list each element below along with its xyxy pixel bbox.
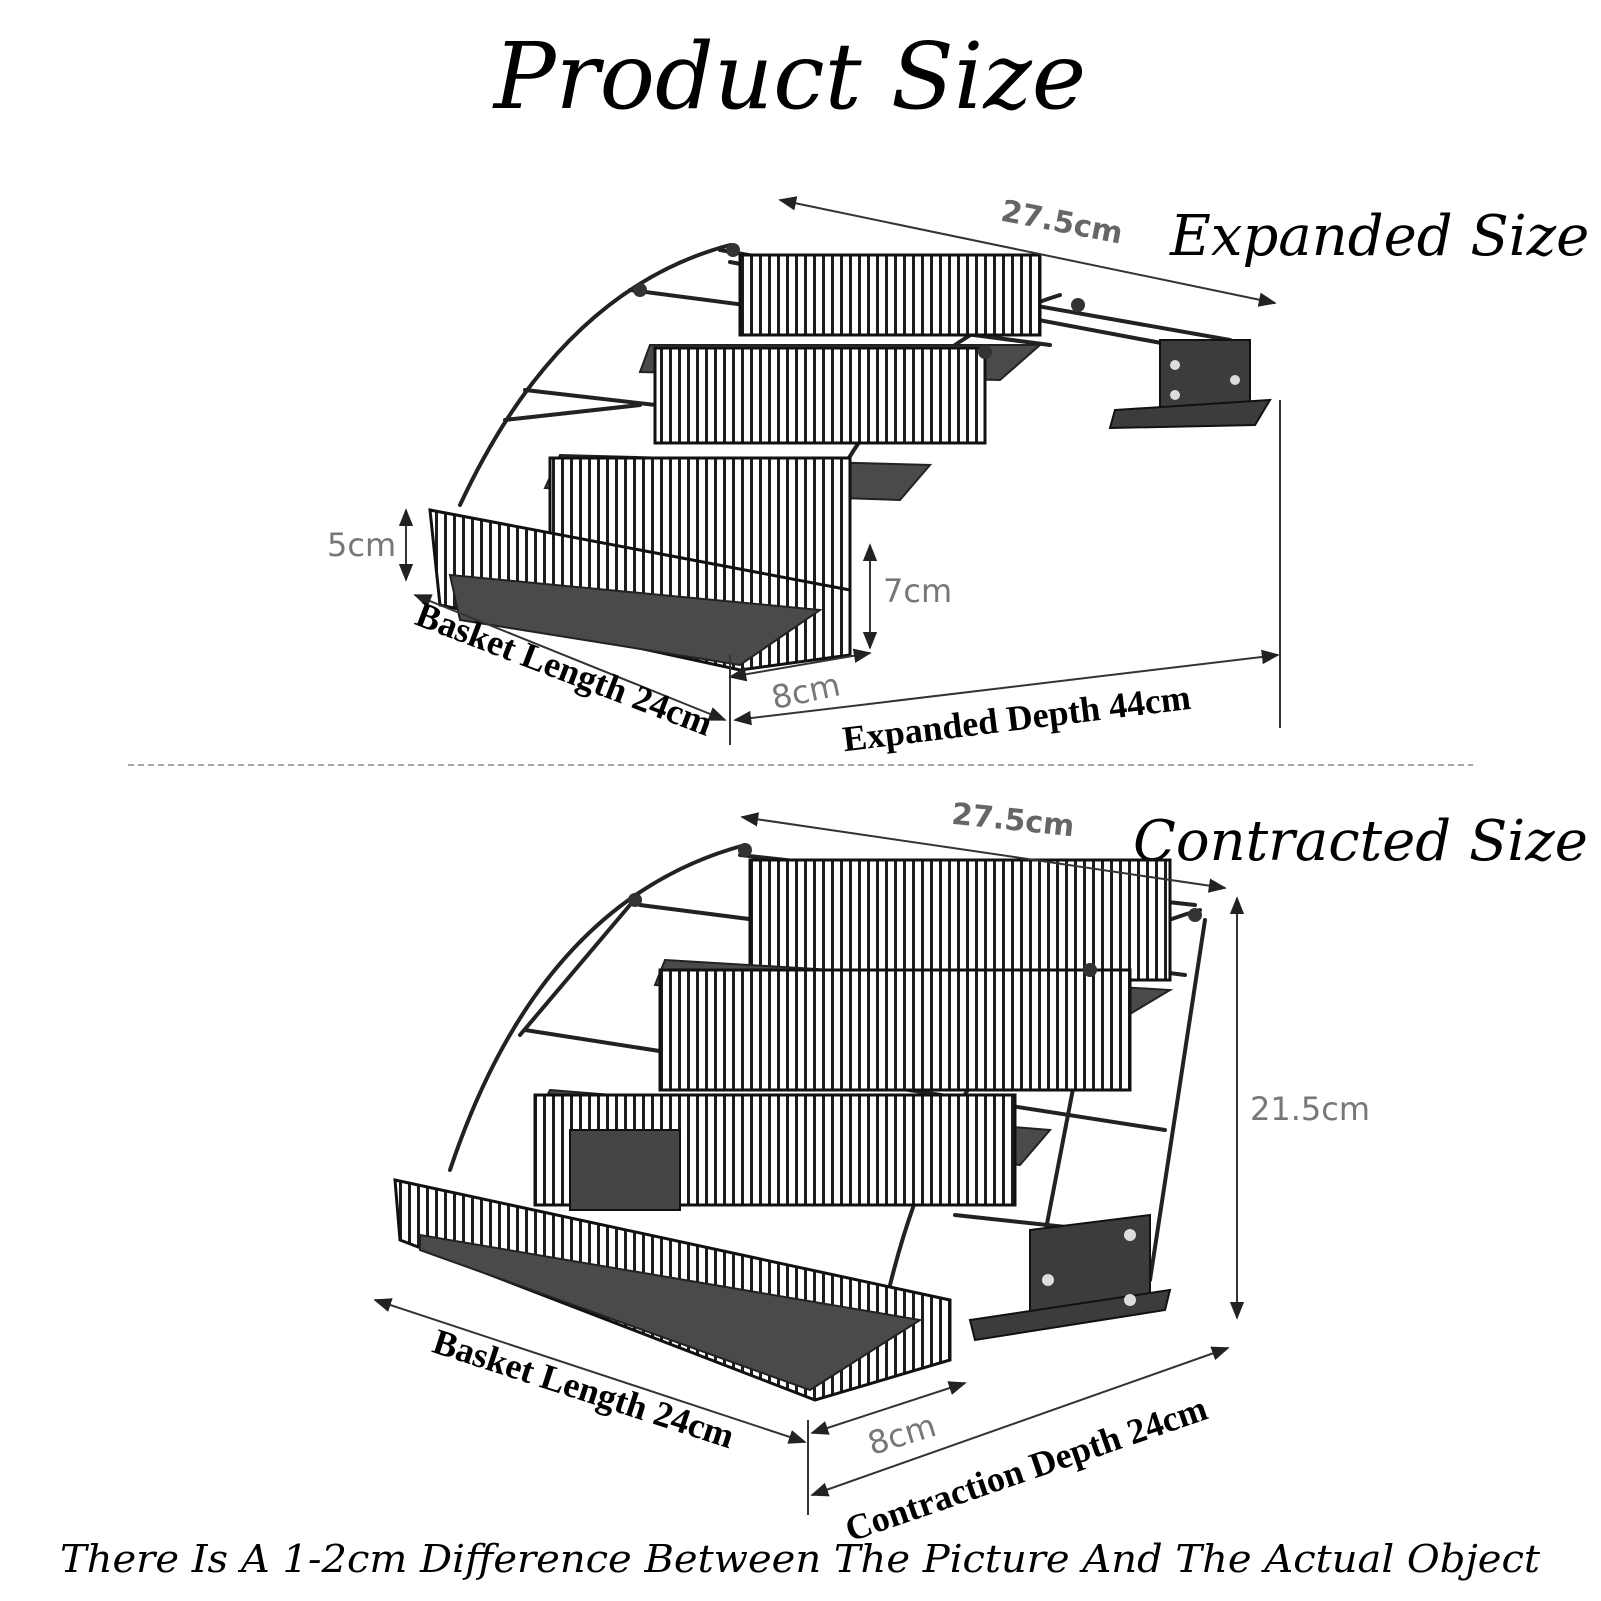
expanded-section: Expanded Size xyxy=(327,194,1589,760)
expanded-step-height-label: 7cm xyxy=(883,572,952,610)
contracted-depth-label: Contraction Depth 24cm xyxy=(840,1388,1212,1550)
contracted-width-label: 27.5cm xyxy=(950,797,1076,845)
spice-rack-expanded-illustration xyxy=(428,243,1272,672)
contracted-heading: Contracted Size xyxy=(1133,809,1588,874)
expanded-heading: Expanded Size xyxy=(1169,204,1589,269)
difference-note: There Is A 1-2cm Difference Between The … xyxy=(60,1537,1541,1581)
expanded-depth-label: Expanded Depth 44cm xyxy=(840,677,1192,759)
expanded-width-label: 27.5cm xyxy=(998,194,1125,252)
contracted-height-label: 21.5cm xyxy=(1250,1090,1370,1128)
expanded-basket-height-label: 5cm xyxy=(327,526,396,564)
spice-rack-contracted-illustration xyxy=(393,843,1207,1402)
contracted-section: Contracted Size xyxy=(373,797,1588,1550)
page-title: Product Size xyxy=(492,23,1087,130)
